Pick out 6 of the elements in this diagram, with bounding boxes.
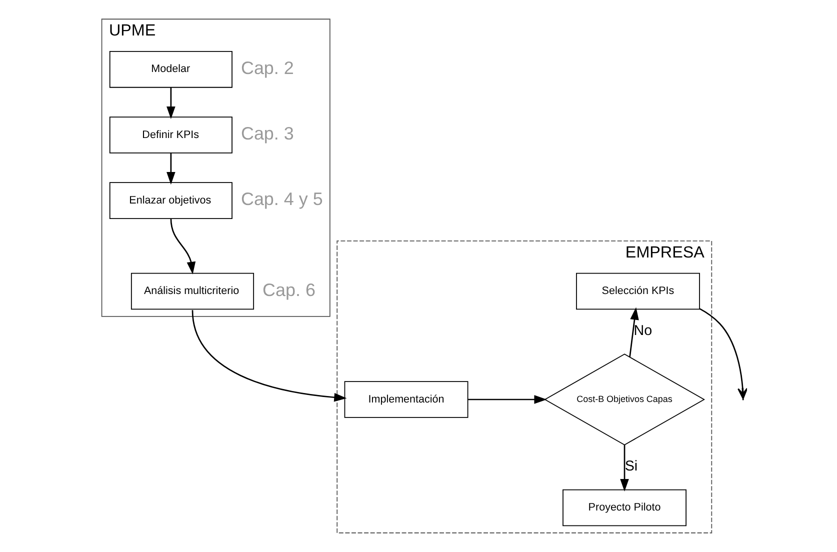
- node-label: Cap. 3: [240, 123, 294, 144]
- edge-label: Si: [624, 458, 638, 475]
- edge-label: No: [633, 323, 652, 340]
- node-label: Cap. 4 y 5: [240, 189, 322, 210]
- node-label: Cap. 2: [240, 58, 294, 78]
- node-label: Cap. 6: [262, 280, 315, 300]
